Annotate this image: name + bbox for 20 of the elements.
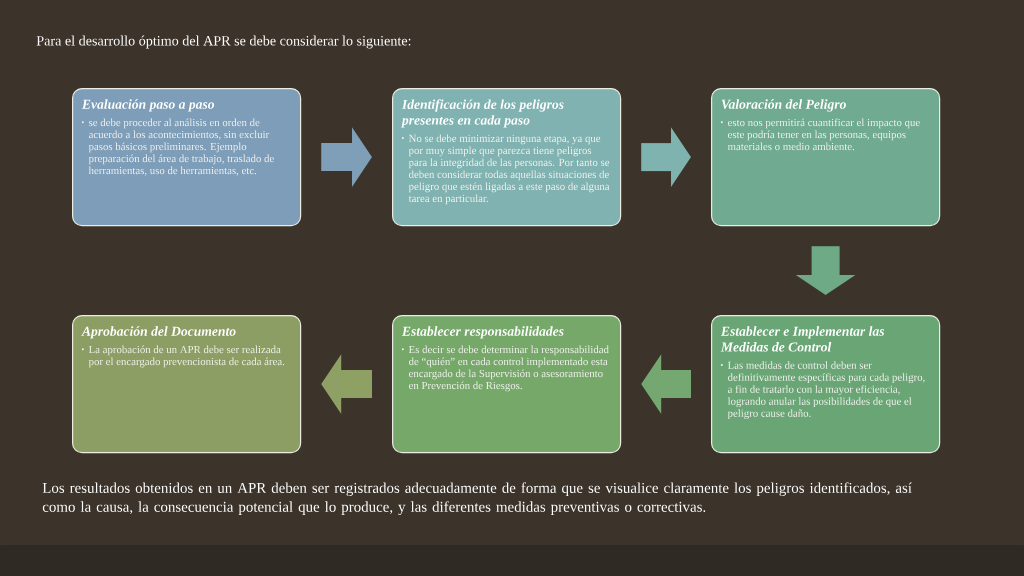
box-heading: Aprobación del Documento xyxy=(81,326,236,339)
box-heading: Valoración del Peligro xyxy=(721,99,846,112)
process-box xyxy=(392,88,622,227)
box-body-text: Es decir se debe determinar la responsabilidad de “quién” en cada control implementado esta encargado de la Supervisión o asesoramiento en Prevención de Riesgos. xyxy=(408,345,609,392)
slide-title: Para el desarrollo óptimo del APR se debe considerar lo siguiente: xyxy=(36,35,411,49)
process-box xyxy=(72,88,302,227)
box-body-text: Las medidas de control deben ser definitivamente específicas para cada peligro, a fin de tratarlo con la mayor eficiencia, logrando anular las posibilidades de que el peligro cause daño. xyxy=(727,361,925,420)
process-box xyxy=(392,315,622,454)
box-body-text: esto nos permitirá cuantificar el impacto que este podría tener en las personas, equipos materiales o medio ambiente. xyxy=(727,118,920,151)
box-heading: Identificación de los peligros presentes en cada paso xyxy=(401,99,564,128)
box-heading: Establecer e Implementar las Medidas de Control xyxy=(720,326,885,352)
process-box xyxy=(711,315,941,454)
conclusion-text: Los resultados obtenidos en un APR deben ser registrados adecuadamente de forma que se visualice claramente los peligros identificados, así como la causa, la consecuencia potencial que lo produce, y las diferentes medidas preventivas o correctivas. xyxy=(42,482,912,515)
box-body-text: No se debe minimizar ninguna etapa, ya que por muy simple que parezca tiene peligros para la integridad de las personas. Por tanto se deben considerar todas aquellas situaciones de peligro que estén ligadas a este paso de alguna tarea en particular. xyxy=(408,134,610,205)
box-heading: Evaluación paso a paso xyxy=(81,99,215,112)
process-box xyxy=(711,88,941,227)
box-body-text: La aprobación de un APR debe ser realizada por el encargado prevencionista de cada área. xyxy=(88,345,285,368)
box-heading: Establecer responsabilidades xyxy=(401,326,564,339)
process-box xyxy=(72,315,302,454)
box-body-text: se debe proceder al análisis en orden de acuerdo a los acontecimientos, sin excluir pasos básicos preliminares. Ejemplo preparación del área de trabajo, traslado de herramientas, uso de herramientas, etc. xyxy=(88,118,274,176)
